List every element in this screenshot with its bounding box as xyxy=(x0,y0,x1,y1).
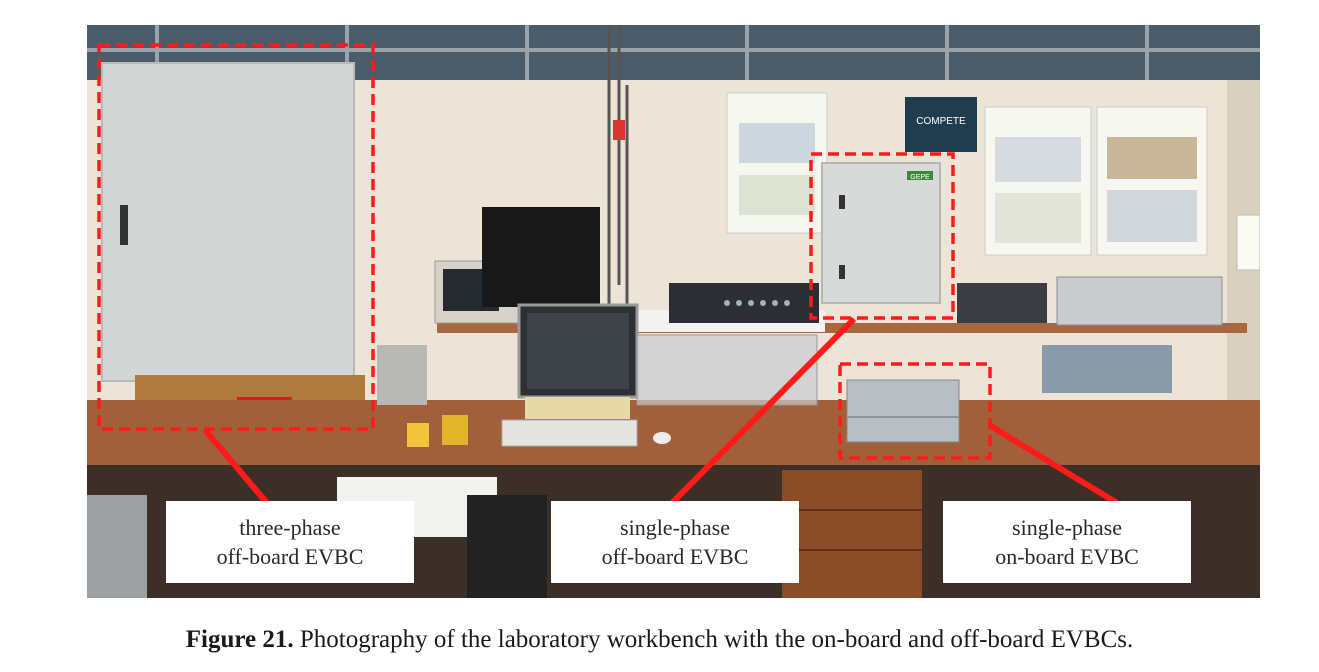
poster-middle-figure-2 xyxy=(995,193,1081,243)
callout-line-1: single-phase xyxy=(1012,515,1122,540)
foreground-cart xyxy=(87,495,147,598)
mouse xyxy=(653,432,671,444)
poster-compete-text: COMPETE xyxy=(916,116,966,127)
glass-enclosure xyxy=(636,334,818,406)
cabinet-brand-text: GEPE xyxy=(910,174,930,181)
poster-middle-figure xyxy=(995,137,1081,182)
callout-single-phase-off-board: single-phase off-board EVBC xyxy=(551,501,799,583)
rack-device xyxy=(669,283,819,323)
cabinet-single-phase-logo xyxy=(907,171,933,180)
figure-caption: Figure 21. Photography of the laboratory… xyxy=(0,626,1319,654)
cabinet-three-phase-handle xyxy=(120,205,128,245)
poster-right-figure xyxy=(1107,137,1197,179)
callout-line-2: on-board EVBC xyxy=(995,544,1139,569)
leader-single-phase-off-board xyxy=(669,316,857,506)
figure-caption-text: Photography of the laboratory workbench … xyxy=(293,626,1134,653)
wall-alarm xyxy=(613,120,625,140)
callout-line-1: three-phase xyxy=(239,515,341,540)
callout-line-1: single-phase xyxy=(620,515,730,540)
cabinet-three-phase xyxy=(102,63,354,381)
warning-sign xyxy=(1236,214,1260,271)
leader-single-phase-on-board xyxy=(987,422,1119,506)
desktop-computer xyxy=(482,207,600,307)
poster-left-figure-2 xyxy=(739,175,815,215)
callout-three-phase-off-board: three-phase off-board EVBC xyxy=(166,501,414,583)
box-single-phase-on-board xyxy=(838,362,992,460)
right-components xyxy=(1042,345,1172,393)
annotation-leaders xyxy=(202,316,1119,506)
cabinet-single-phase xyxy=(821,162,941,304)
bench-top xyxy=(87,400,1260,470)
callout-single-phase-on-board: single-phase on-board EVBC xyxy=(943,501,1191,583)
poster-left-figure xyxy=(739,123,815,163)
annotation-boxes xyxy=(97,43,992,460)
box-three-phase-off-board xyxy=(97,43,375,431)
poster-compete xyxy=(905,97,977,152)
box-single-phase-off-board xyxy=(809,152,955,320)
rack-instrument xyxy=(1056,276,1223,326)
multimeter xyxy=(442,415,468,445)
multimeter-2 xyxy=(407,423,429,447)
bench-instrument xyxy=(377,345,427,405)
callout-line-2: off-board EVBC xyxy=(216,544,364,569)
wall-cables xyxy=(607,25,629,325)
leader-three-phase xyxy=(202,428,270,505)
on-board-evbc xyxy=(846,379,960,443)
lcd-monitor-screen xyxy=(527,313,629,389)
power-supply xyxy=(957,283,1047,323)
window-frames xyxy=(87,25,1260,80)
monitor-stand-papers xyxy=(525,397,630,419)
bench-drawers xyxy=(782,470,922,598)
foreground-equipment xyxy=(467,495,547,598)
poster-right-figure-2 xyxy=(1107,190,1197,242)
keyboard xyxy=(501,419,638,447)
callout-line-2: off-board EVBC xyxy=(601,544,749,569)
figure-caption-label: Figure 21. xyxy=(185,626,294,653)
